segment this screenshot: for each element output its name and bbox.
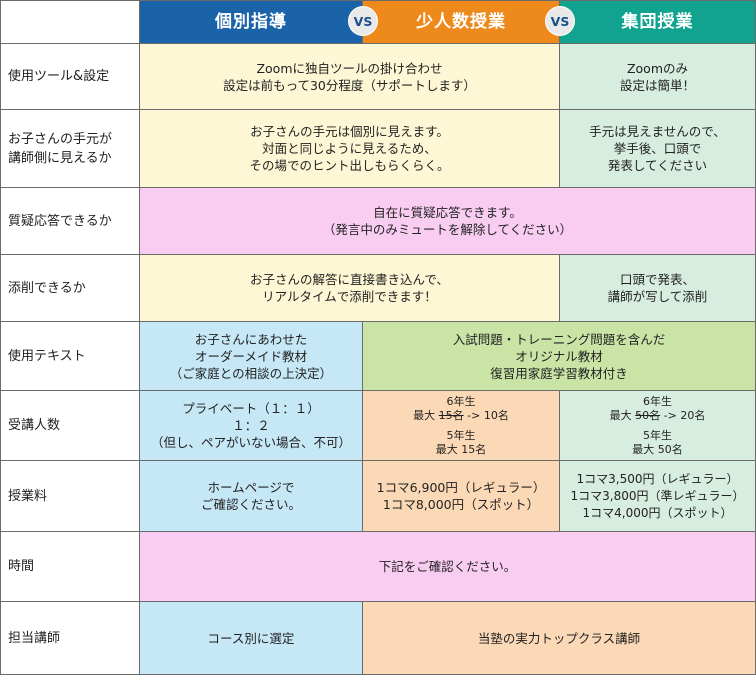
teacher-individual: コース別に選定 [140, 602, 363, 675]
students-group-g6-title: 6年生 [643, 394, 672, 408]
students-group-g5-max: 最大 50名 [632, 442, 683, 456]
vs-badge-right: VS [546, 7, 574, 35]
row-label-questions: 質疑応答できるか [0, 188, 140, 255]
corner-cell [0, 0, 140, 44]
students-small-g6-max: 最大 15名 -> 10名 [413, 409, 509, 423]
hands-individual-small: お子さんの手元は個別に見えます。 対面と同じように見えるため、 その場でのヒント… [140, 110, 560, 188]
row-label-time: 時間 [0, 532, 140, 602]
fee-individual: ホームページで ご確認ください。 [140, 461, 363, 532]
students-group-stack: 6年生 最大 50名 -> 20名 5年生 最大 50名 [610, 395, 706, 457]
row-label-settings: 使用ツール&設定 [0, 44, 140, 110]
students-small-g6-title: 6年生 [446, 394, 476, 408]
header-individual: 個別指導 [140, 0, 363, 44]
text-small-group: 入試問題・トレーニング問題を含んだ オリジナル教材 復習用家庭学習教材付き [363, 322, 756, 391]
correction-group: 口頭で発表、 講師が写して添削 [560, 255, 756, 322]
hands-group: 手元は見えませんので、 挙手後、口頭で 発表してください [560, 110, 756, 188]
students-individual: プライベート（１：１） １：２ （但し、ペアがいない場合、不可） [140, 391, 363, 461]
row-label-text: 使用テキスト [0, 322, 140, 391]
students-small: 6年生 最大 15名 -> 10名 5年生 最大 15名 [363, 391, 560, 461]
students-small-stack: 6年生 最大 15名 -> 10名 5年生 最大 15名 [413, 395, 509, 457]
row-label-hands: お子さんの手元が 講師側に見えるか [0, 110, 140, 188]
vs-badge-left: VS [349, 7, 377, 35]
correction-individual-small: お子さんの解答に直接書き込んで、 リアルタイムで添削できます！ [140, 255, 560, 322]
time-all: 下記をご確認ください。 [140, 532, 756, 602]
students-small-g6-prefix: 最大 [413, 408, 439, 422]
settings-individual-small: Zoomに独自ツールの掛け合わせ 設定は前もって30分程度（サポートします） [140, 44, 560, 110]
students-small-g5-max: 最大 15名 [435, 442, 487, 456]
students-group-g5-title: 5年生 [643, 428, 672, 442]
students-group-g6-max: 最大 50名 -> 20名 [610, 409, 706, 423]
header-group: 集団授業 [560, 0, 756, 44]
row-label-fee: 授業料 [0, 461, 140, 532]
students-small-g5-title: 5年生 [446, 428, 476, 442]
row-label-teacher: 担当講師 [0, 602, 140, 675]
students-group-g6-prefix: 最大 [609, 408, 636, 422]
text-individual: お子さんにあわせた オーダーメイド教材 （ご家庭との相談の上決定） [140, 322, 363, 391]
questions-all: 自在に質疑応答できます。 （発言中のみミュートを解除してください） [140, 188, 756, 255]
settings-group: Zoomのみ 設定は簡単！ [560, 44, 756, 110]
fee-group: 1コマ3,500円（レギュラー） 1コマ3,800円（準レギュラー） 1コマ4,… [560, 461, 756, 532]
students-small-g6-new: -> 10名 [463, 408, 509, 422]
students-group-g6-new: -> 20名 [660, 408, 706, 422]
row-label-correction: 添削できるか [0, 255, 140, 322]
fee-small: 1コマ6,900円（レギュラー） 1コマ8,000円（スポット） [363, 461, 560, 532]
students-group-g6-old: 50名 [635, 408, 661, 422]
students-small-g6-old: 15名 [438, 408, 464, 422]
row-label-students: 受講人数 [0, 391, 140, 461]
teacher-small-group: 当塾の実力トップクラス講師 [363, 602, 756, 675]
students-group: 6年生 最大 50名 -> 20名 5年生 最大 50名 [560, 391, 756, 461]
header-small-group: 少人数授業 [363, 0, 560, 44]
